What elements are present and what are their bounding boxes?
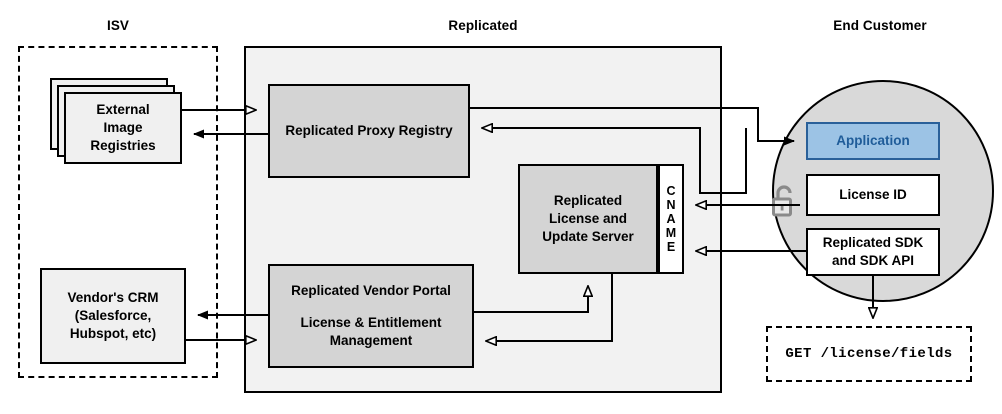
sdk-label-line2: and SDK API bbox=[831, 253, 914, 268]
crm-label-line3: Hubspot, etc) bbox=[69, 325, 157, 341]
cname-letter-a: A bbox=[666, 212, 676, 226]
replicated-license-update-server[interactable]: Replicated License and Update Server bbox=[518, 164, 658, 274]
replicated-proxy-registry[interactable]: Replicated Proxy Registry bbox=[268, 84, 470, 178]
external-image-registries[interactable]: External Image Registries bbox=[64, 92, 182, 164]
replicated-vendor-portal[interactable]: Replicated Vendor Portal License & Entit… bbox=[268, 264, 474, 368]
open-padlock-icon bbox=[772, 185, 792, 217]
registries-label-line1: External bbox=[96, 102, 150, 118]
registries-label-line2: Image bbox=[103, 120, 143, 136]
application-box[interactable]: Application bbox=[806, 122, 940, 160]
cname-letter-c: C bbox=[666, 184, 676, 198]
crm-label-line2: (Salesforce, bbox=[74, 308, 152, 324]
isv-zone-title: ISV bbox=[106, 18, 130, 33]
api-call-label: GET /license/fields bbox=[785, 346, 953, 362]
crm-label-line1: Vendor's CRM bbox=[67, 290, 159, 306]
replicated-zone-title: Replicated bbox=[448, 18, 518, 33]
vendors-crm[interactable]: Vendor's CRM (Salesforce, Hubspot, etc) bbox=[40, 268, 186, 364]
cname-letter-n: N bbox=[666, 198, 676, 212]
vendor-portal-label-line3: Management bbox=[329, 332, 413, 348]
license-id-box[interactable]: License ID bbox=[806, 174, 940, 216]
vendor-portal-label-line1: Replicated Vendor Portal bbox=[291, 283, 451, 299]
replicated-sdk-box[interactable]: Replicated SDK and SDK API bbox=[806, 228, 940, 276]
registries-label-line3: Registries bbox=[90, 137, 156, 153]
cname-strip: C N A M E bbox=[658, 164, 684, 274]
sdk-label-line1: Replicated SDK bbox=[822, 235, 924, 251]
cname-letter-m: M bbox=[665, 226, 677, 240]
license-server-label-line2: License and bbox=[548, 211, 628, 227]
license-id-label: License ID bbox=[839, 187, 907, 203]
cname-letter-e: E bbox=[666, 240, 676, 254]
application-label: Application bbox=[836, 133, 910, 149]
api-call-box: GET /license/fields bbox=[766, 326, 972, 382]
vendor-portal-label-line2: License & Entitlement bbox=[300, 315, 442, 331]
isv-zone-boundary bbox=[18, 46, 218, 378]
license-server-label-line3: Update Server bbox=[542, 228, 634, 244]
proxy-registry-label: Replicated Proxy Registry bbox=[285, 123, 453, 139]
end-customer-zone-title: End Customer bbox=[833, 18, 927, 33]
license-server-label-line1: Replicated bbox=[553, 193, 623, 209]
